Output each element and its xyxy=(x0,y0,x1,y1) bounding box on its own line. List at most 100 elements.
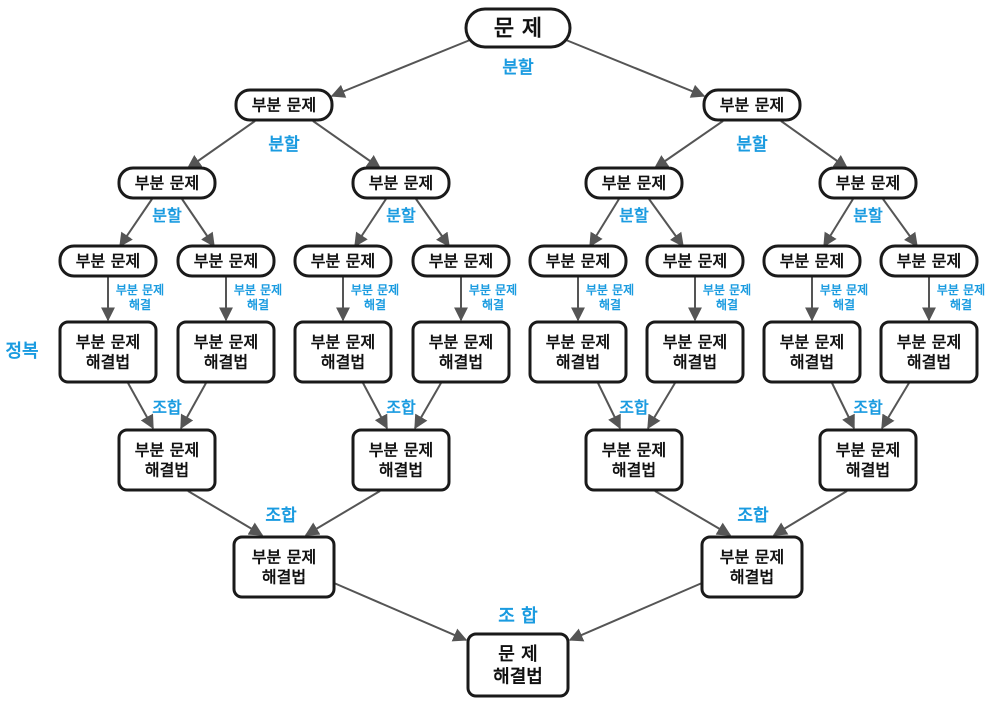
subproblem-box: 부분 문제 xyxy=(584,166,684,200)
node-text: 부분 문제 xyxy=(720,548,784,567)
arrow-connector xyxy=(180,382,207,430)
arrow-connector xyxy=(362,382,388,430)
combine-label: 조 합 xyxy=(498,605,538,627)
node-text: 해결법 xyxy=(321,353,365,372)
node-text: 부분 문제 xyxy=(602,174,666,193)
node-text: 부분 문제 xyxy=(720,96,784,115)
arrow-connector xyxy=(881,382,910,430)
arrow-connector xyxy=(823,198,854,248)
subproblem-box: 부분 문제 xyxy=(117,166,217,200)
divide-label: 분할 xyxy=(268,135,300,155)
node-text: 부분 문제 xyxy=(252,96,316,115)
subproblem-box: 부분 문제 xyxy=(411,244,511,278)
arrow-connector xyxy=(653,120,724,169)
node-text: 부분 문제 xyxy=(311,333,375,352)
node-text: 해결법 xyxy=(262,568,306,587)
arrow-connector xyxy=(589,198,620,248)
node-text: 부분 문제 xyxy=(429,333,493,352)
combine-label: 조합 xyxy=(853,398,883,417)
node-text: 해결법 xyxy=(86,353,130,372)
node-text: 부분 문제 xyxy=(897,252,961,271)
node-text: 부분 문제 xyxy=(546,333,610,352)
node-text: 문 제 xyxy=(498,644,537,665)
node-text: 부분 문제 xyxy=(663,333,727,352)
subproblem-box: 부분 문제 xyxy=(528,244,628,278)
edges xyxy=(101,39,936,642)
node-text: 부분 문제 xyxy=(311,252,375,271)
node-text: 해결법 xyxy=(790,353,834,372)
divide-label: 분할 xyxy=(853,206,883,225)
arrow-connector xyxy=(647,382,676,430)
node-text: 해결법 xyxy=(907,353,951,372)
arrow-connector xyxy=(354,198,387,248)
node-text: 부분 문제 xyxy=(546,252,610,271)
root-problem-box: 문 제 xyxy=(464,7,572,49)
arrow-connector xyxy=(333,582,468,642)
solve-label: 해결 xyxy=(482,297,504,312)
arrow-connector xyxy=(597,382,621,430)
solve-label: 부분 문제 xyxy=(703,283,751,297)
node-text: 해결법 xyxy=(204,353,248,372)
arrow-connector xyxy=(882,198,918,248)
arrow-connector xyxy=(831,382,855,430)
node-text: 해결법 xyxy=(730,568,774,587)
node-text: 해결법 xyxy=(673,353,717,372)
arrow-connector xyxy=(780,120,849,169)
divide-label: 분할 xyxy=(619,206,649,225)
arrow-connector xyxy=(181,198,215,248)
subproblem-box: 부분 문제 xyxy=(702,88,802,122)
combine-label: 조합 xyxy=(619,398,649,417)
node-text: 부분 문제 xyxy=(663,252,727,271)
node-text: 부분 문제 xyxy=(76,252,140,271)
subproblem-box: 부분 문제 xyxy=(58,244,158,278)
node-text: 문 제 xyxy=(494,17,542,42)
subproblem-box: 부분 문제 xyxy=(234,88,334,122)
divide-label: 분할 xyxy=(152,206,182,225)
arrow-connector xyxy=(568,582,703,642)
solve-label: 해결 xyxy=(129,297,151,312)
node-text: 부분 문제 xyxy=(135,441,199,460)
node-text: 해결법 xyxy=(556,353,600,372)
conquer-label: 정복 xyxy=(5,341,38,362)
node-text: 부분 문제 xyxy=(836,174,900,193)
divide-label: 분할 xyxy=(502,58,534,78)
solve-label: 부분 문제 xyxy=(234,283,282,297)
subproblem-box: 부분 문제 xyxy=(818,166,918,200)
subproblem-box: 부분 문제 xyxy=(351,166,451,200)
subproblem-box: 부분 문제 xyxy=(762,244,862,278)
solve-label: 부분 문제 xyxy=(586,283,634,297)
node-text: 부분 문제 xyxy=(836,441,900,460)
node-text: 부분 문제 xyxy=(135,174,199,193)
solve-label: 부분 문제 xyxy=(469,283,517,297)
divide-label: 분할 xyxy=(386,206,416,225)
node-text: 부분 문제 xyxy=(369,174,433,193)
node-text: 부분 문제 xyxy=(897,333,961,352)
solve-label: 해결 xyxy=(599,297,621,312)
solve-label: 부분 문제 xyxy=(937,283,985,297)
solve-label: 해결 xyxy=(833,297,855,312)
node-text: 해결법 xyxy=(145,461,189,480)
node-text: 부분 문제 xyxy=(76,333,140,352)
arrow-connector xyxy=(648,198,684,248)
node-text: 해결법 xyxy=(379,461,423,480)
arrow-connector xyxy=(654,490,732,536)
solve-label: 해결 xyxy=(716,297,738,312)
solve-label: 해결 xyxy=(247,297,269,312)
arrow-connector xyxy=(119,198,153,248)
subproblem-box: 부분 문제 xyxy=(879,244,979,278)
arrow-connector xyxy=(415,198,450,248)
